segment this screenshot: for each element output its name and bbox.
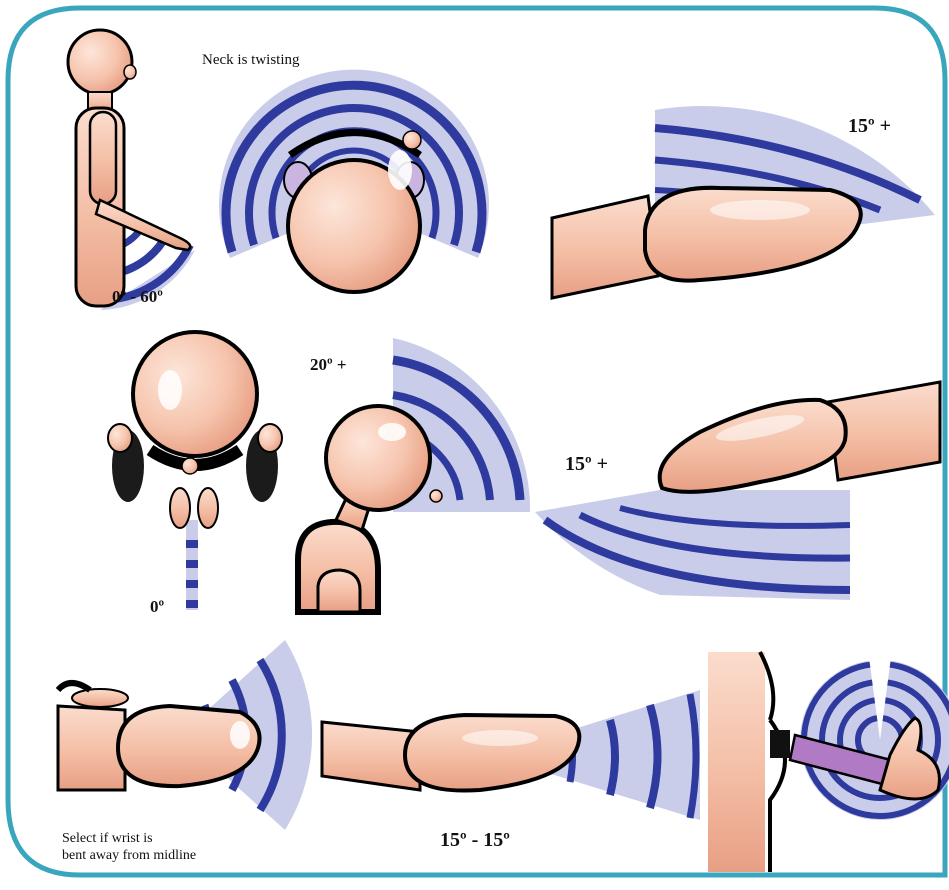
caption-wrist-deviation-line1: Select if wrist is [62, 831, 153, 846]
angle-label-wrist-extension: 15º + [848, 115, 891, 137]
panel-upper-arm-flexion: 0º - 60º [68, 30, 195, 310]
figure-forearm-hand-2 [660, 382, 940, 492]
angle-label-forearm-rotation: 15º - 15º [440, 829, 510, 851]
panel-twisting-side [708, 650, 949, 872]
panel-wrist-extension: 15º + [552, 106, 935, 298]
range-arc-wrist-flexion [535, 490, 850, 600]
angle-label-neck-neutral: 0º [150, 597, 165, 616]
figure-top-view [108, 332, 282, 528]
panel-wrist-flexion: 15º + [535, 382, 940, 600]
angle-label-upper-arm: 0º - 60º [112, 287, 163, 306]
figure-forearm-hand-1 [552, 188, 861, 298]
panel-neck-neutral: 0º [108, 332, 282, 616]
caption-neck-twist: Neck is twisting [202, 52, 300, 68]
angle-label-neck-flexion: 20º + [310, 355, 347, 374]
range-line-neck-neutral [186, 520, 198, 610]
panel-forearm-rotation: 15º - 15º [322, 690, 700, 851]
panel-neck-twist: Neck is twisting [202, 52, 489, 292]
figure-forearm-hand-3 [322, 715, 579, 791]
angle-label-wrist-flexion: 15º + [565, 453, 608, 475]
panel-neck-flexion: 20º + [298, 338, 530, 612]
panel-wrist-deviation: Select if wrist is bent away from midlin… [58, 640, 312, 863]
caption-wrist-deviation-line2: bent away from midline [62, 848, 196, 863]
